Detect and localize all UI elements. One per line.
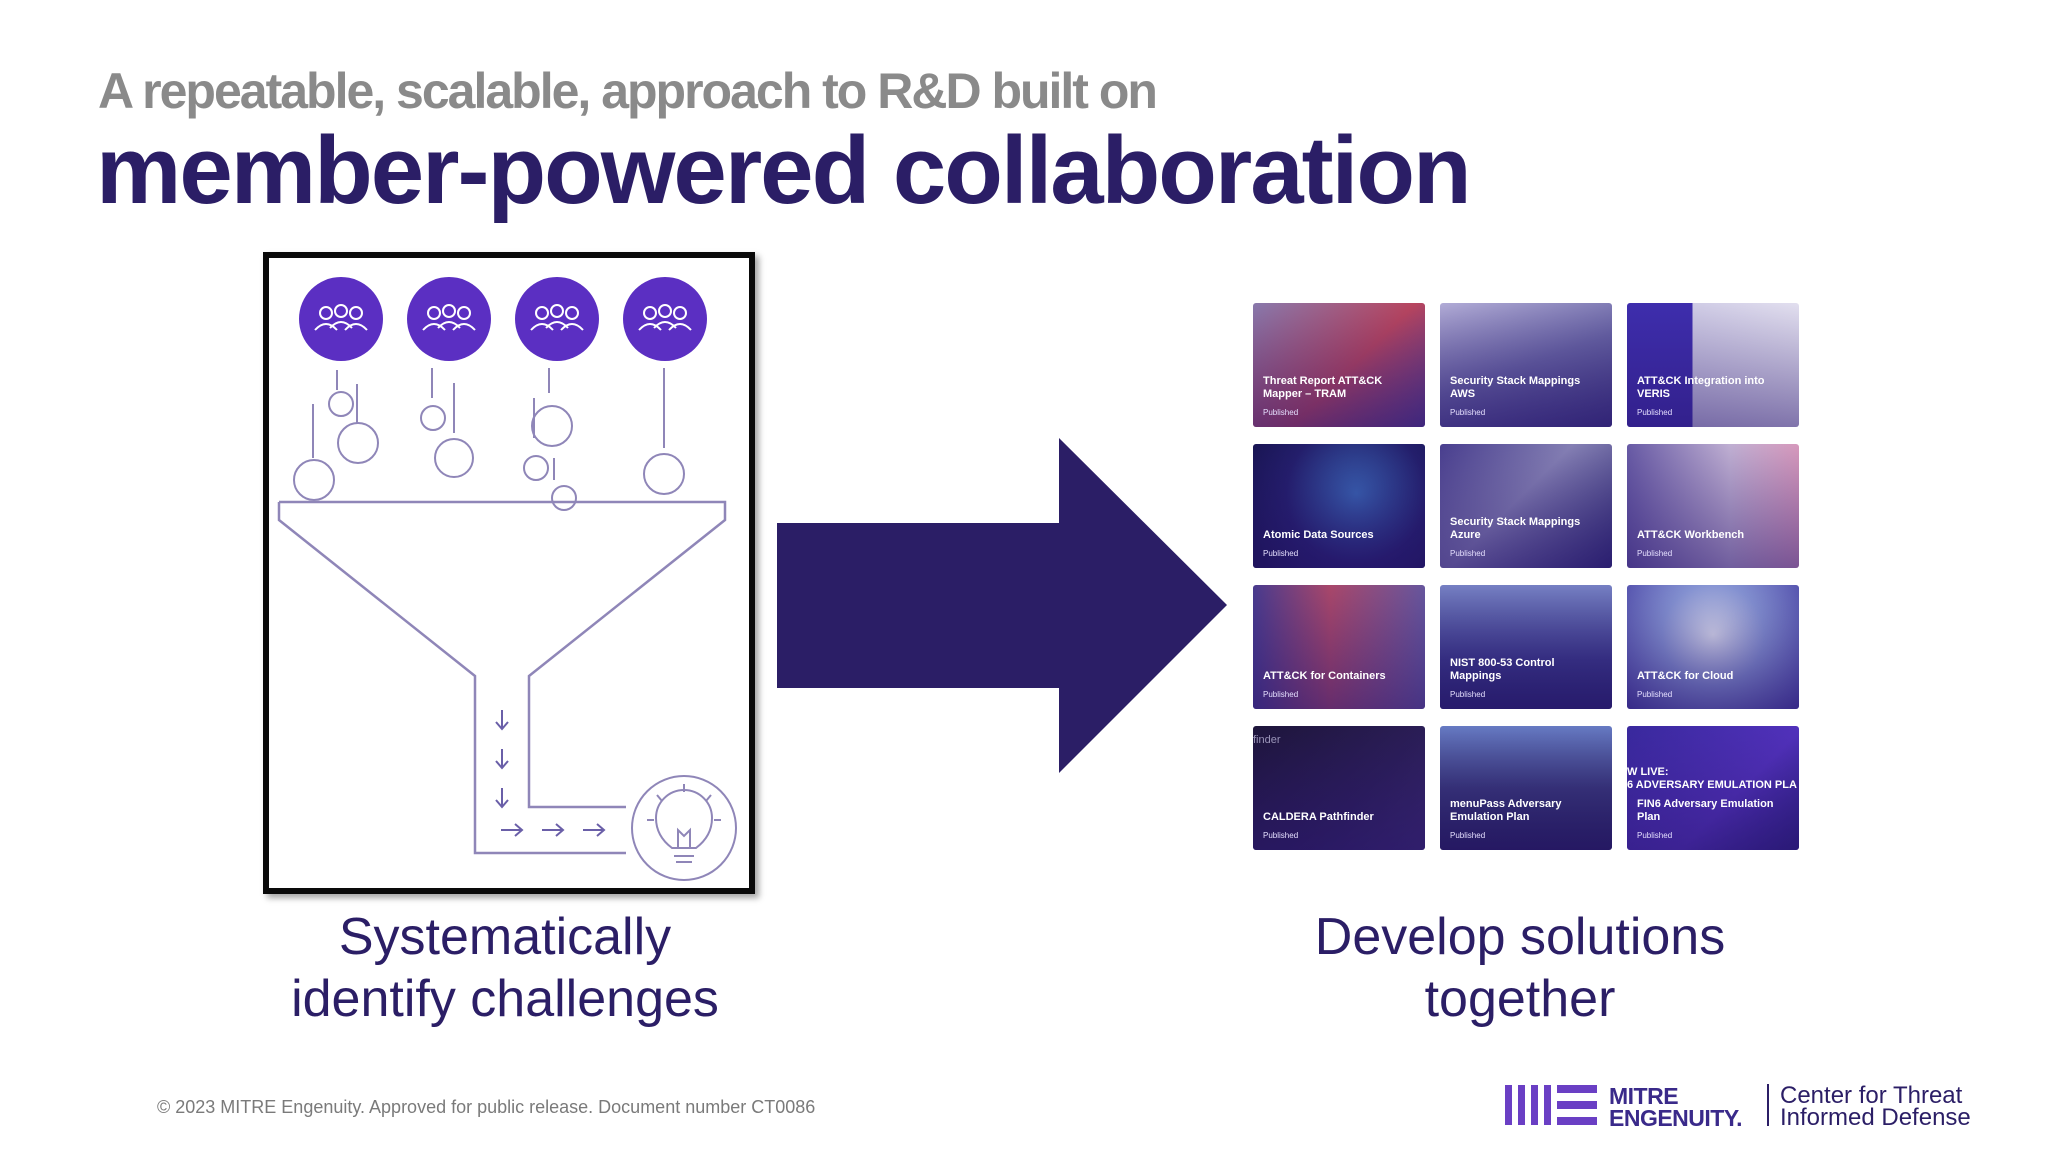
tile-status: Published (1637, 408, 1673, 417)
right-caption-line: together (1424, 970, 1616, 1028)
left-caption-line: identify challenges (291, 970, 719, 1028)
tile-title: Threat Report ATT&CK Mapper – TRAM (1263, 375, 1383, 400)
tile-shade (1253, 303, 1425, 427)
tile-overlay-text: finder (1253, 734, 1281, 746)
solution-tile[interactable]: ATT&CK Integration into VERIS Published (1627, 303, 1799, 427)
lightbulb-icon (631, 775, 737, 881)
tile-status: Published (1450, 408, 1486, 417)
tile-title: NIST 800-53 Control Mappings (1450, 657, 1555, 682)
tile-shade (1627, 303, 1799, 427)
right-arrow-icon (777, 438, 1227, 773)
left-caption: Systematically identify challenges (230, 906, 780, 1030)
right-caption: Develop solutions together (1270, 906, 1770, 1030)
team-icon (515, 277, 599, 361)
solution-tile[interactable]: Security Stack Mappings AWS Published (1440, 303, 1612, 427)
tile-shade (1440, 444, 1612, 568)
tile-status: Published (1637, 549, 1673, 558)
tile-status: Published (1263, 690, 1299, 699)
mitre-engenuity-logo: MITRE ENGENUITY. Center for Threat Infor… (1505, 1080, 1995, 1130)
tile-status: Published (1263, 831, 1299, 840)
tile-status: Published (1637, 831, 1673, 840)
solutions-grid: Threat Report ATT&CK Mapper – TRAM Publis… (1253, 303, 1823, 853)
tile-status: Published (1450, 549, 1486, 558)
tile-shade (1440, 726, 1612, 850)
partner-line: Center for Threat (1780, 1082, 1963, 1109)
team-icon (299, 277, 383, 361)
tile-overlay-text: W LIVE: 6 ADVERSARY EMULATION PLA (1627, 766, 1797, 791)
tile-title: ATT&CK Integration into VERIS (1637, 375, 1765, 400)
tile-shade (1440, 303, 1612, 427)
logo-line: MITRE (1609, 1083, 1679, 1109)
tile-shade (1440, 585, 1612, 709)
tile-shade (1627, 726, 1799, 850)
tile-title: Security Stack Mappings AWS (1450, 375, 1581, 400)
right-caption-line: Develop solutions (1314, 908, 1726, 966)
team-icon (407, 277, 491, 361)
tile-status: Published (1263, 549, 1299, 558)
funnel-illustration (263, 252, 755, 894)
tile-title: FIN6 Adversary Emulation Plan (1637, 798, 1774, 823)
mitre-mark-icon (1505, 1085, 1597, 1125)
tile-status: Published (1450, 690, 1486, 699)
logo-line: ENGENUITY. (1609, 1105, 1743, 1131)
partner-line: Informed Defense (1780, 1104, 1971, 1131)
tile-shade (1627, 444, 1799, 568)
tile-shade (1253, 585, 1425, 709)
tile-shade (1253, 726, 1425, 850)
copyright-footer: © 2023 MITRE Engenuity. Approved for pub… (157, 1097, 816, 1117)
tile-title: Atomic Data Sources (1263, 529, 1374, 541)
tile-title: CALDERA Pathfinder (1263, 811, 1374, 823)
tile-title: ATT&CK Workbench (1637, 529, 1745, 541)
tile-status: Published (1263, 408, 1299, 417)
tile-title: ATT&CK for Containers (1263, 670, 1386, 682)
tile-shade (1627, 585, 1799, 709)
slide-subtitle: A repeatable, scalable, approach to R&D … (98, 63, 1158, 119)
tile-status: Published (1450, 831, 1486, 840)
slide-title: member-powered collaboration (96, 117, 1472, 224)
team-icon (623, 277, 707, 361)
solution-tile[interactable]: Threat Report ATT&CK Mapper – TRAM Publis… (1253, 303, 1425, 427)
tile-title: ATT&CK for Cloud (1637, 670, 1734, 682)
tile-status: Published (1637, 690, 1673, 699)
left-caption-line: Systematically (338, 908, 672, 966)
tile-title: Security Stack Mappings Azure (1450, 516, 1581, 541)
tile-shade (1253, 444, 1425, 568)
logo-divider (1767, 1084, 1769, 1126)
tile-title: menuPass Adversary Emulation Plan (1450, 798, 1562, 823)
solution-tile[interactable]: W LIVE: 6 ADVERSARY EMULATION PLA FIN6 Ad… (1627, 726, 1799, 850)
